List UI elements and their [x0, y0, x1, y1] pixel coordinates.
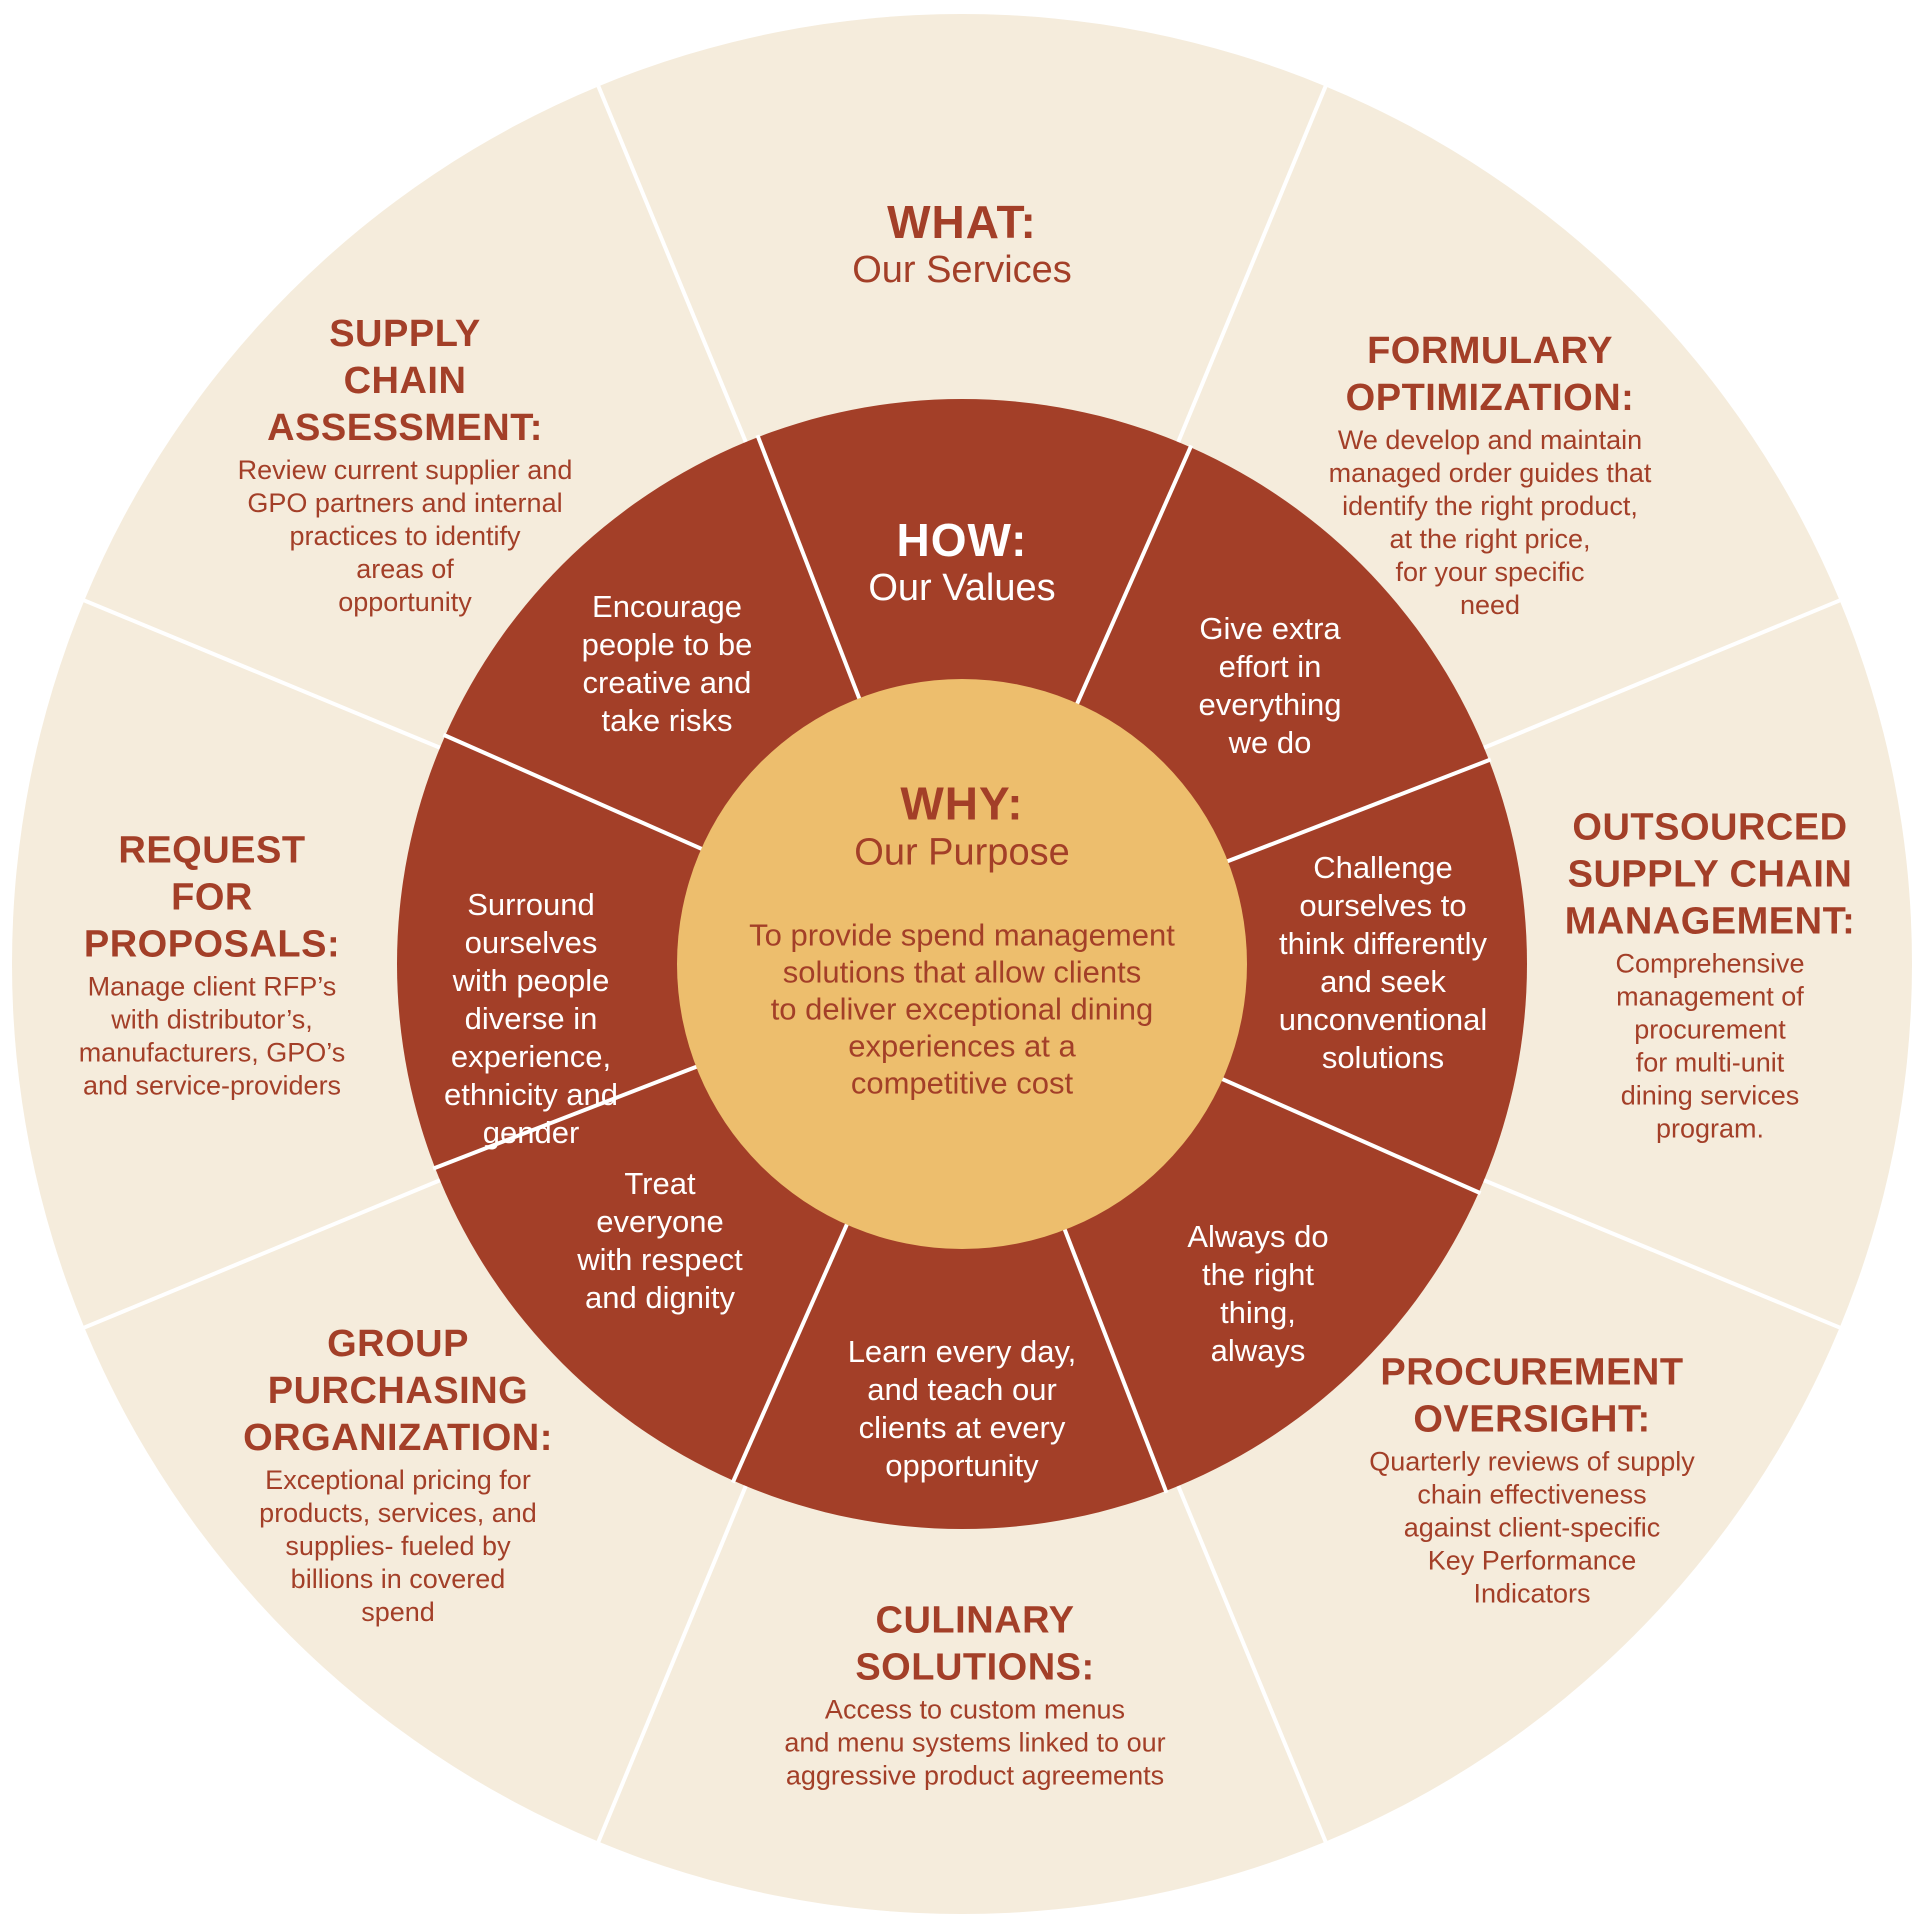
middle-divider-line: [1220, 1076, 1482, 1196]
outer-divider-line: [1483, 597, 1843, 750]
service-heading: SUPPLY CHAIN ASSESSMENT:: [267, 313, 543, 449]
value-respect-and-dignity: Treat everyone with respect and dignity: [577, 1166, 743, 1315]
service-formulary-optimization: FORMULARY OPTIMIZATION: We develop and m…: [1329, 328, 1652, 622]
middle-divider-line: [432, 1064, 699, 1171]
service-culinary-solutions: CULINARY SOLUTIONS: Access to custom men…: [784, 1598, 1165, 1793]
service-heading: PROCUREMENT OVERSIGHT:: [1380, 1351, 1684, 1441]
why-label: WHY: Our Purpose To provide spend manage…: [749, 779, 1175, 1102]
service-description: We develop and maintain managed order gu…: [1328, 425, 1652, 620]
service-heading: REQUEST FOR PROPOSALS:: [83, 829, 341, 966]
what-heading: WHAT:: [887, 196, 1037, 248]
service-supply-chain-assessment: SUPPLY CHAIN ASSESSMENT: Review current …: [238, 311, 573, 619]
middle-divider-line: [730, 1222, 850, 1484]
how-heading: HOW:: [896, 514, 1028, 566]
middle-divider-line: [755, 434, 862, 701]
how-subheading: Our Values: [868, 567, 1056, 609]
outer-divider-line: [595, 83, 748, 443]
service-description: Exceptional pricing for products, servic…: [259, 1465, 537, 1627]
service-heading: GROUP PURCHASING ORGANIZATION:: [243, 1323, 553, 1459]
outer-divider-line: [1176, 83, 1329, 443]
outer-divider-line: [1483, 1178, 1843, 1331]
value-learn-and-teach: Learn every day, and teach our clients a…: [847, 1334, 1077, 1483]
middle-divider-line: [1225, 757, 1492, 864]
why-subheading: Our Purpose: [854, 831, 1070, 874]
how-label: HOW: Our Values: [868, 515, 1055, 611]
value-creative-risks: Encourage people to be creative and take…: [581, 589, 753, 738]
service-description: Manage client RFP’s with distributor’s, …: [78, 971, 346, 1101]
service-description: Quarterly reviews of supply chain effect…: [1369, 1446, 1695, 1609]
service-heading: CULINARY SOLUTIONS:: [855, 1599, 1095, 1689]
value-extra-effort: Give extra effort in everything we do: [1198, 611, 1342, 760]
middle-ring-dividers: [432, 434, 1492, 1494]
service-outsourced-supply-chain-management: OUTSOURCED SUPPLY CHAIN MANAGEMENT: Comp…: [1565, 805, 1855, 1146]
service-procurement-oversight: PROCUREMENT OVERSIGHT: Quarterly reviews…: [1369, 1350, 1695, 1611]
service-group-purchasing-organization: GROUP PURCHASING ORGANIZATION: Exception…: [243, 1321, 553, 1629]
purpose-statement: To provide spend management solutions th…: [749, 917, 1175, 1101]
service-request-for-proposals: REQUEST FOR PROPOSALS: Manage client RFP…: [79, 828, 346, 1103]
middle-divider-line: [442, 732, 704, 852]
outer-divider-line: [1176, 1485, 1329, 1845]
value-diversity: Surround ourselves with people diverse i…: [443, 887, 619, 1150]
outer-divider-line: [81, 597, 441, 750]
outer-ring-dividers: [81, 83, 1843, 1845]
service-description: Review current supplier and GPO partners…: [237, 455, 573, 617]
service-heading: OUTSOURCED SUPPLY CHAIN MANAGEMENT:: [1564, 806, 1856, 943]
outer-divider-line: [595, 1485, 748, 1845]
middle-divider-line: [1074, 444, 1194, 706]
value-think-differently: Challenge ourselves to think differently…: [1278, 850, 1488, 1075]
why-heading: WHY:: [900, 777, 1024, 830]
outer-divider-line: [81, 1178, 441, 1331]
service-description: Comprehensive management of procurement …: [1615, 948, 1805, 1144]
what-subheading: Our Services: [852, 249, 1072, 291]
service-description: Access to custom menus and menu systems …: [784, 1694, 1166, 1791]
what-label: WHAT: Our Services: [852, 197, 1072, 293]
core-purpose-circle: [677, 679, 1247, 1249]
value-do-the-right-thing: Always do the right thing, always: [1187, 1219, 1329, 1368]
middle-divider-line: [1062, 1227, 1169, 1494]
service-heading: FORMULARY OPTIMIZATION:: [1345, 330, 1635, 419]
